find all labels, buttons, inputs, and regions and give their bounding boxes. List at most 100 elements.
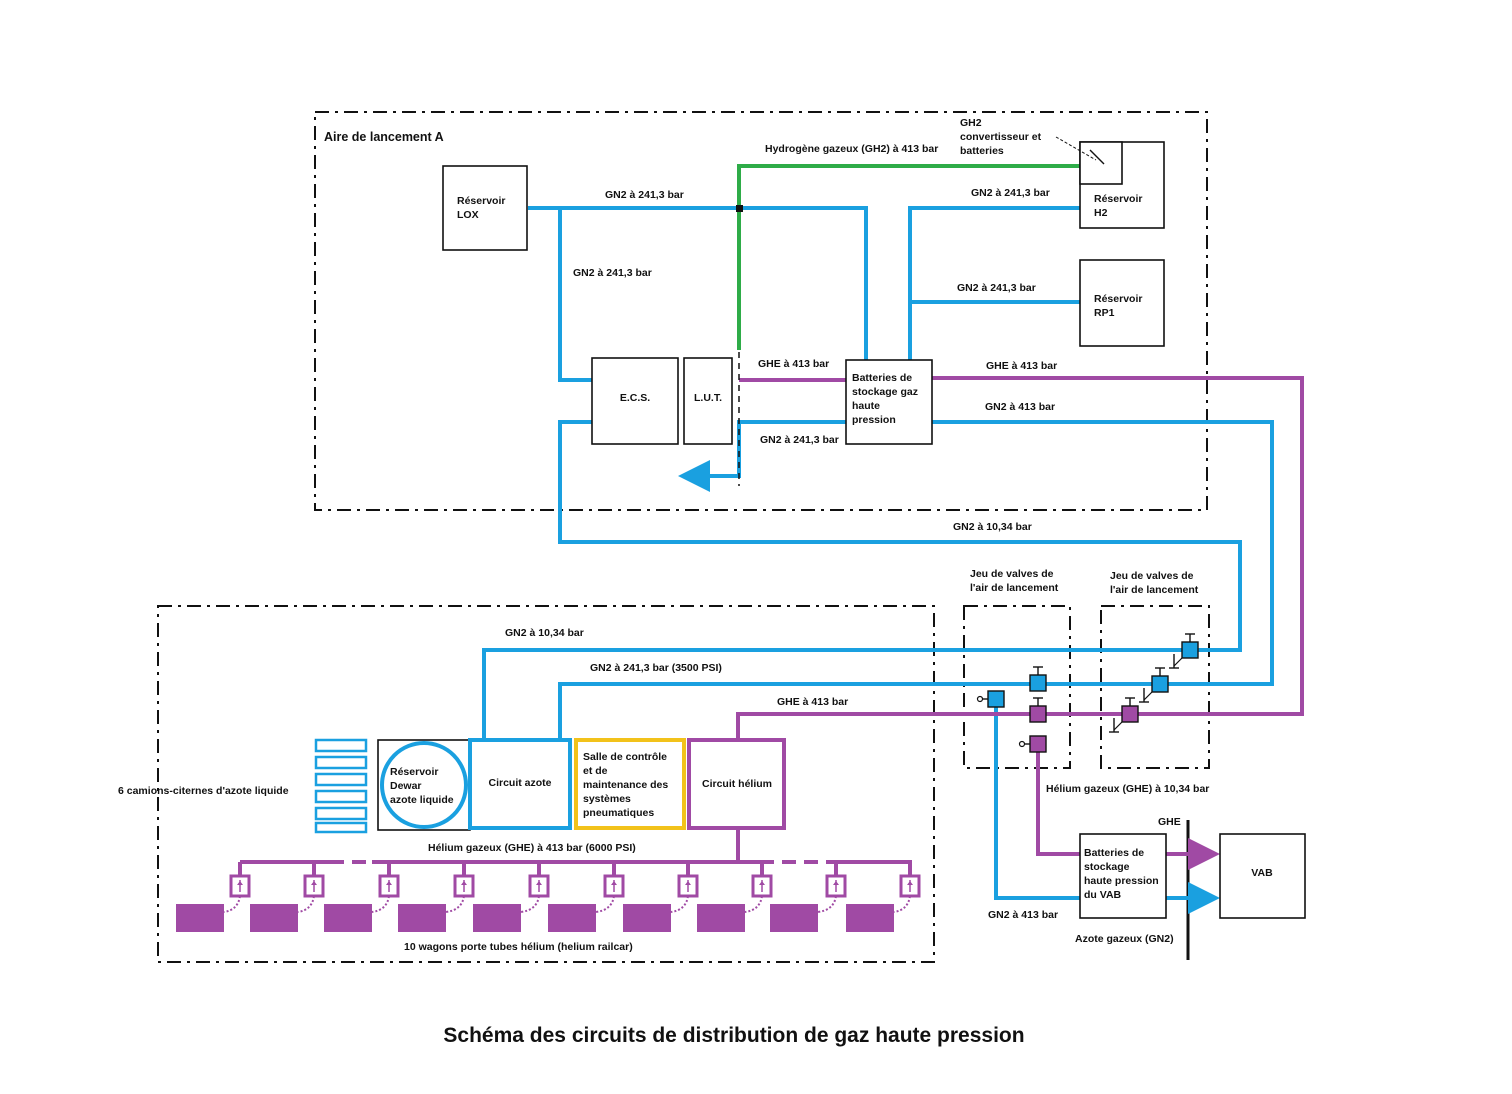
gn2-lox-line [528,206,868,360]
control-room-label-2: et de [583,765,608,777]
ghe-vab-line [1036,750,1080,856]
h2-tank[interactable]: Réservoir H2 [1079,141,1165,229]
ghe-6000-label: Hélium gazeux (GHE) à 413 bar (6000 PSI) [428,842,636,854]
valve-gn2-4[interactable] [1139,667,1169,703]
valves-2-label-1: Jeu de valves de [1110,570,1194,582]
lox-tank[interactable]: Réservoir LOX [442,165,528,251]
ghe-413-bottom-line [736,712,1130,740]
gn2-vab-label: GN2 à 413 bar [988,909,1058,921]
diagram-title: Schéma des circuits de distribution de g… [443,1024,1024,1047]
helium-circuit[interactable]: Circuit hélium [687,738,786,830]
junction-node [736,205,743,212]
ghe-right-label: GHE à 413 bar [986,360,1057,372]
gn2-rp1-label: GN2 à 241,3 bar [957,282,1036,294]
railcar-tap-1[interactable] [223,862,251,913]
ghe-vab-label: GHE [1158,816,1181,828]
ghe-right-line [932,376,1304,716]
ghe-lut-label: GHE à 413 bar [758,358,829,370]
helium-railcar-10 [846,904,894,932]
lut-box[interactable]: L.U.T. [683,357,733,445]
helium-railcar-4 [398,904,446,932]
valves-2-label-2: l'air de lancement [1110,584,1199,596]
vab-storage-battery[interactable]: Batteries de stockage haute pression du … [1079,833,1167,919]
gn2-lox-label: GN2 à 241,3 bar [605,189,684,201]
valve-ghe-1[interactable] [1029,697,1047,723]
valve-gn2-3[interactable] [1169,633,1199,669]
gn2-1034-top-label: GN2 à 10,34 bar [953,521,1032,533]
h2-tank-label-1: Réservoir [1094,193,1142,205]
gn2-h2-label: GN2 à 241,3 bar [971,187,1050,199]
gn2-right-label: GN2 à 413 bar [985,401,1055,413]
gh2-converter-label-2: convertisseur et [960,131,1042,143]
lox-tank-label-2: LOX [457,209,479,221]
valves-1-label-1: Jeu de valves de [970,568,1054,580]
gn2-ecs-line [558,208,592,382]
storage-label-2: stockage gaz [852,386,918,398]
control-room-label-1: Salle de contrôle [583,751,667,763]
vab-storage-label-1: Batteries de [1084,847,1144,859]
control-room-label-4: systèmes [583,793,631,805]
storage-label-3: haute [852,400,880,412]
railcars-label: 10 wagons porte tubes hélium (helium rai… [404,941,633,953]
rp1-tank[interactable]: Réservoir RP1 [1079,259,1165,347]
railcar-tap-6[interactable] [595,862,625,913]
helium-railcar-6 [548,904,596,932]
gh2-line [737,164,1080,350]
control-room-label-5: pneumatiques [583,807,654,819]
nitrogen-circuit[interactable]: Circuit azote [468,738,572,830]
railcar-tap-9[interactable] [817,862,847,913]
valve-ghe-2[interactable] [1018,735,1047,753]
storage-label-4: pression [852,414,896,426]
railcar-tap-2[interactable] [297,862,325,913]
h2-tank-label-2: H2 [1094,207,1108,219]
tank-trucks [314,738,368,834]
railcar-tap-3[interactable] [371,862,400,913]
valve-gn2-1[interactable] [976,690,1005,708]
tank-trucks-label: 6 camions-citernes d'azote liquide [118,785,289,797]
gn2-413-right-line [932,420,1274,686]
railcar-tap-5[interactable] [520,862,550,913]
helium-railcar-2 [250,904,298,932]
railcar-tap-8[interactable] [744,862,773,913]
vab-storage-label-4: du VAB [1084,889,1122,901]
vab-label: VAB [1251,867,1273,879]
nitrogen-circuit-label: Circuit azote [488,777,551,789]
gn2-lut-line [678,420,846,492]
gh2-converter-label-1: GH2 [960,117,982,129]
control-room-label-3: maintenance des [583,779,668,791]
gn2-3500-label: GN2 à 241,3 bar (3500 PSI) [590,662,722,674]
storage-battery[interactable]: Batteries de stockage gaz haute pression [845,359,933,445]
gh2-converter-leader [1055,136,1097,161]
valve-set-1-boundary [963,605,1071,769]
helium-railcar-8 [697,904,745,932]
valve-gn2-2[interactable] [1029,666,1047,692]
railcar-tap-10[interactable] [893,862,921,913]
gn2-vab-line [994,700,1080,900]
valves-1-label-2: l'air de lancement [970,582,1059,594]
gh2-converter-label: GH2 convertisseur et batteries [960,117,1097,161]
valve-ghe-3[interactable] [1109,697,1139,733]
helium-railcar-7 [623,904,671,932]
lox-tank-label-1: Réservoir [457,195,505,207]
gn2-1034-bottom-line [482,648,1190,740]
railcar-tap-7[interactable] [670,862,699,913]
ghe-1034-label: Hélium gazeux (GHE) à 10,34 bar [1046,783,1209,795]
helium-railcar-1 [176,904,224,932]
ground-area-boundary [157,605,935,963]
azote-vab-label: Azote gazeux (GN2) [1075,933,1174,945]
ecs-box[interactable]: E.C.S. [591,357,679,445]
storage-label-1: Batteries de [852,372,912,384]
gn2-1034-top-line [558,420,1242,652]
railcar-tap-4[interactable] [445,862,475,913]
dewar-label-2: Dewar [390,780,422,792]
gh2-converter-label-3: batteries [960,145,1004,157]
ghe-413-bottom-label: GHE à 413 bar [777,696,848,708]
control-room[interactable]: Salle de contrôle et de maintenance des … [574,738,686,830]
helium-railcar-5 [473,904,521,932]
gn2-lut-label: GN2 à 241,3 bar [760,434,839,446]
dewar-tank[interactable]: Réservoir Dewar azote liquide [377,739,471,831]
vab-building[interactable]: VAB [1219,833,1306,919]
gn2-h2-line [908,206,1080,360]
gn2-3500-line [558,682,1160,740]
